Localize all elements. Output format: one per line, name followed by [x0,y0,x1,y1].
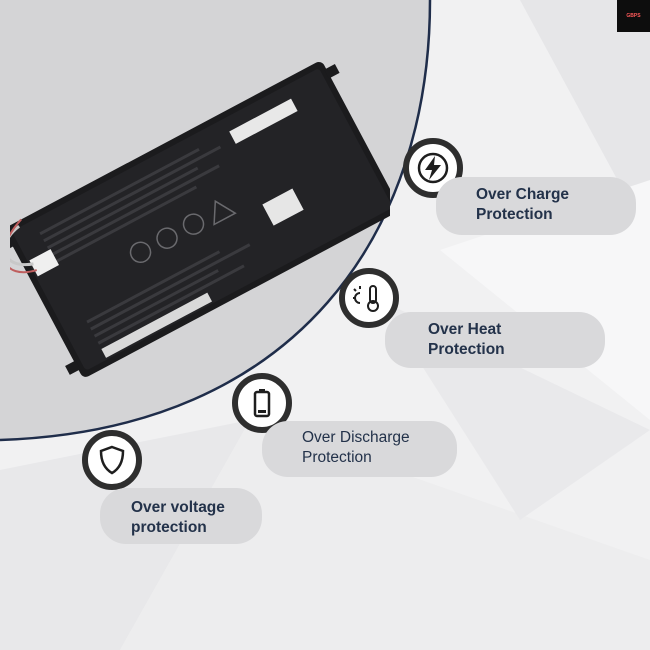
brand-logo-text: GBPS [626,13,641,19]
feature-label: Over Discharge Protection [302,429,410,466]
feature-label: Over voltage protection [131,499,225,536]
feature-over-voltage: Over voltage protection [100,488,262,544]
feature-over-charge: Over Charge Protection [436,177,636,235]
laptop-battery-image [10,61,390,377]
feature-label: Over Heat Protection [428,321,505,358]
feature-label: Over Charge Protection [476,186,570,223]
thermometer-sun-icon [339,268,399,328]
feature-over-heat: Over Heat Protection [385,312,605,368]
lightning-bolt-icon [403,138,463,198]
shield-icon [82,430,142,490]
feature-over-discharge: Over Discharge Protection [262,421,457,477]
brand-logo: GBPS [617,0,650,32]
